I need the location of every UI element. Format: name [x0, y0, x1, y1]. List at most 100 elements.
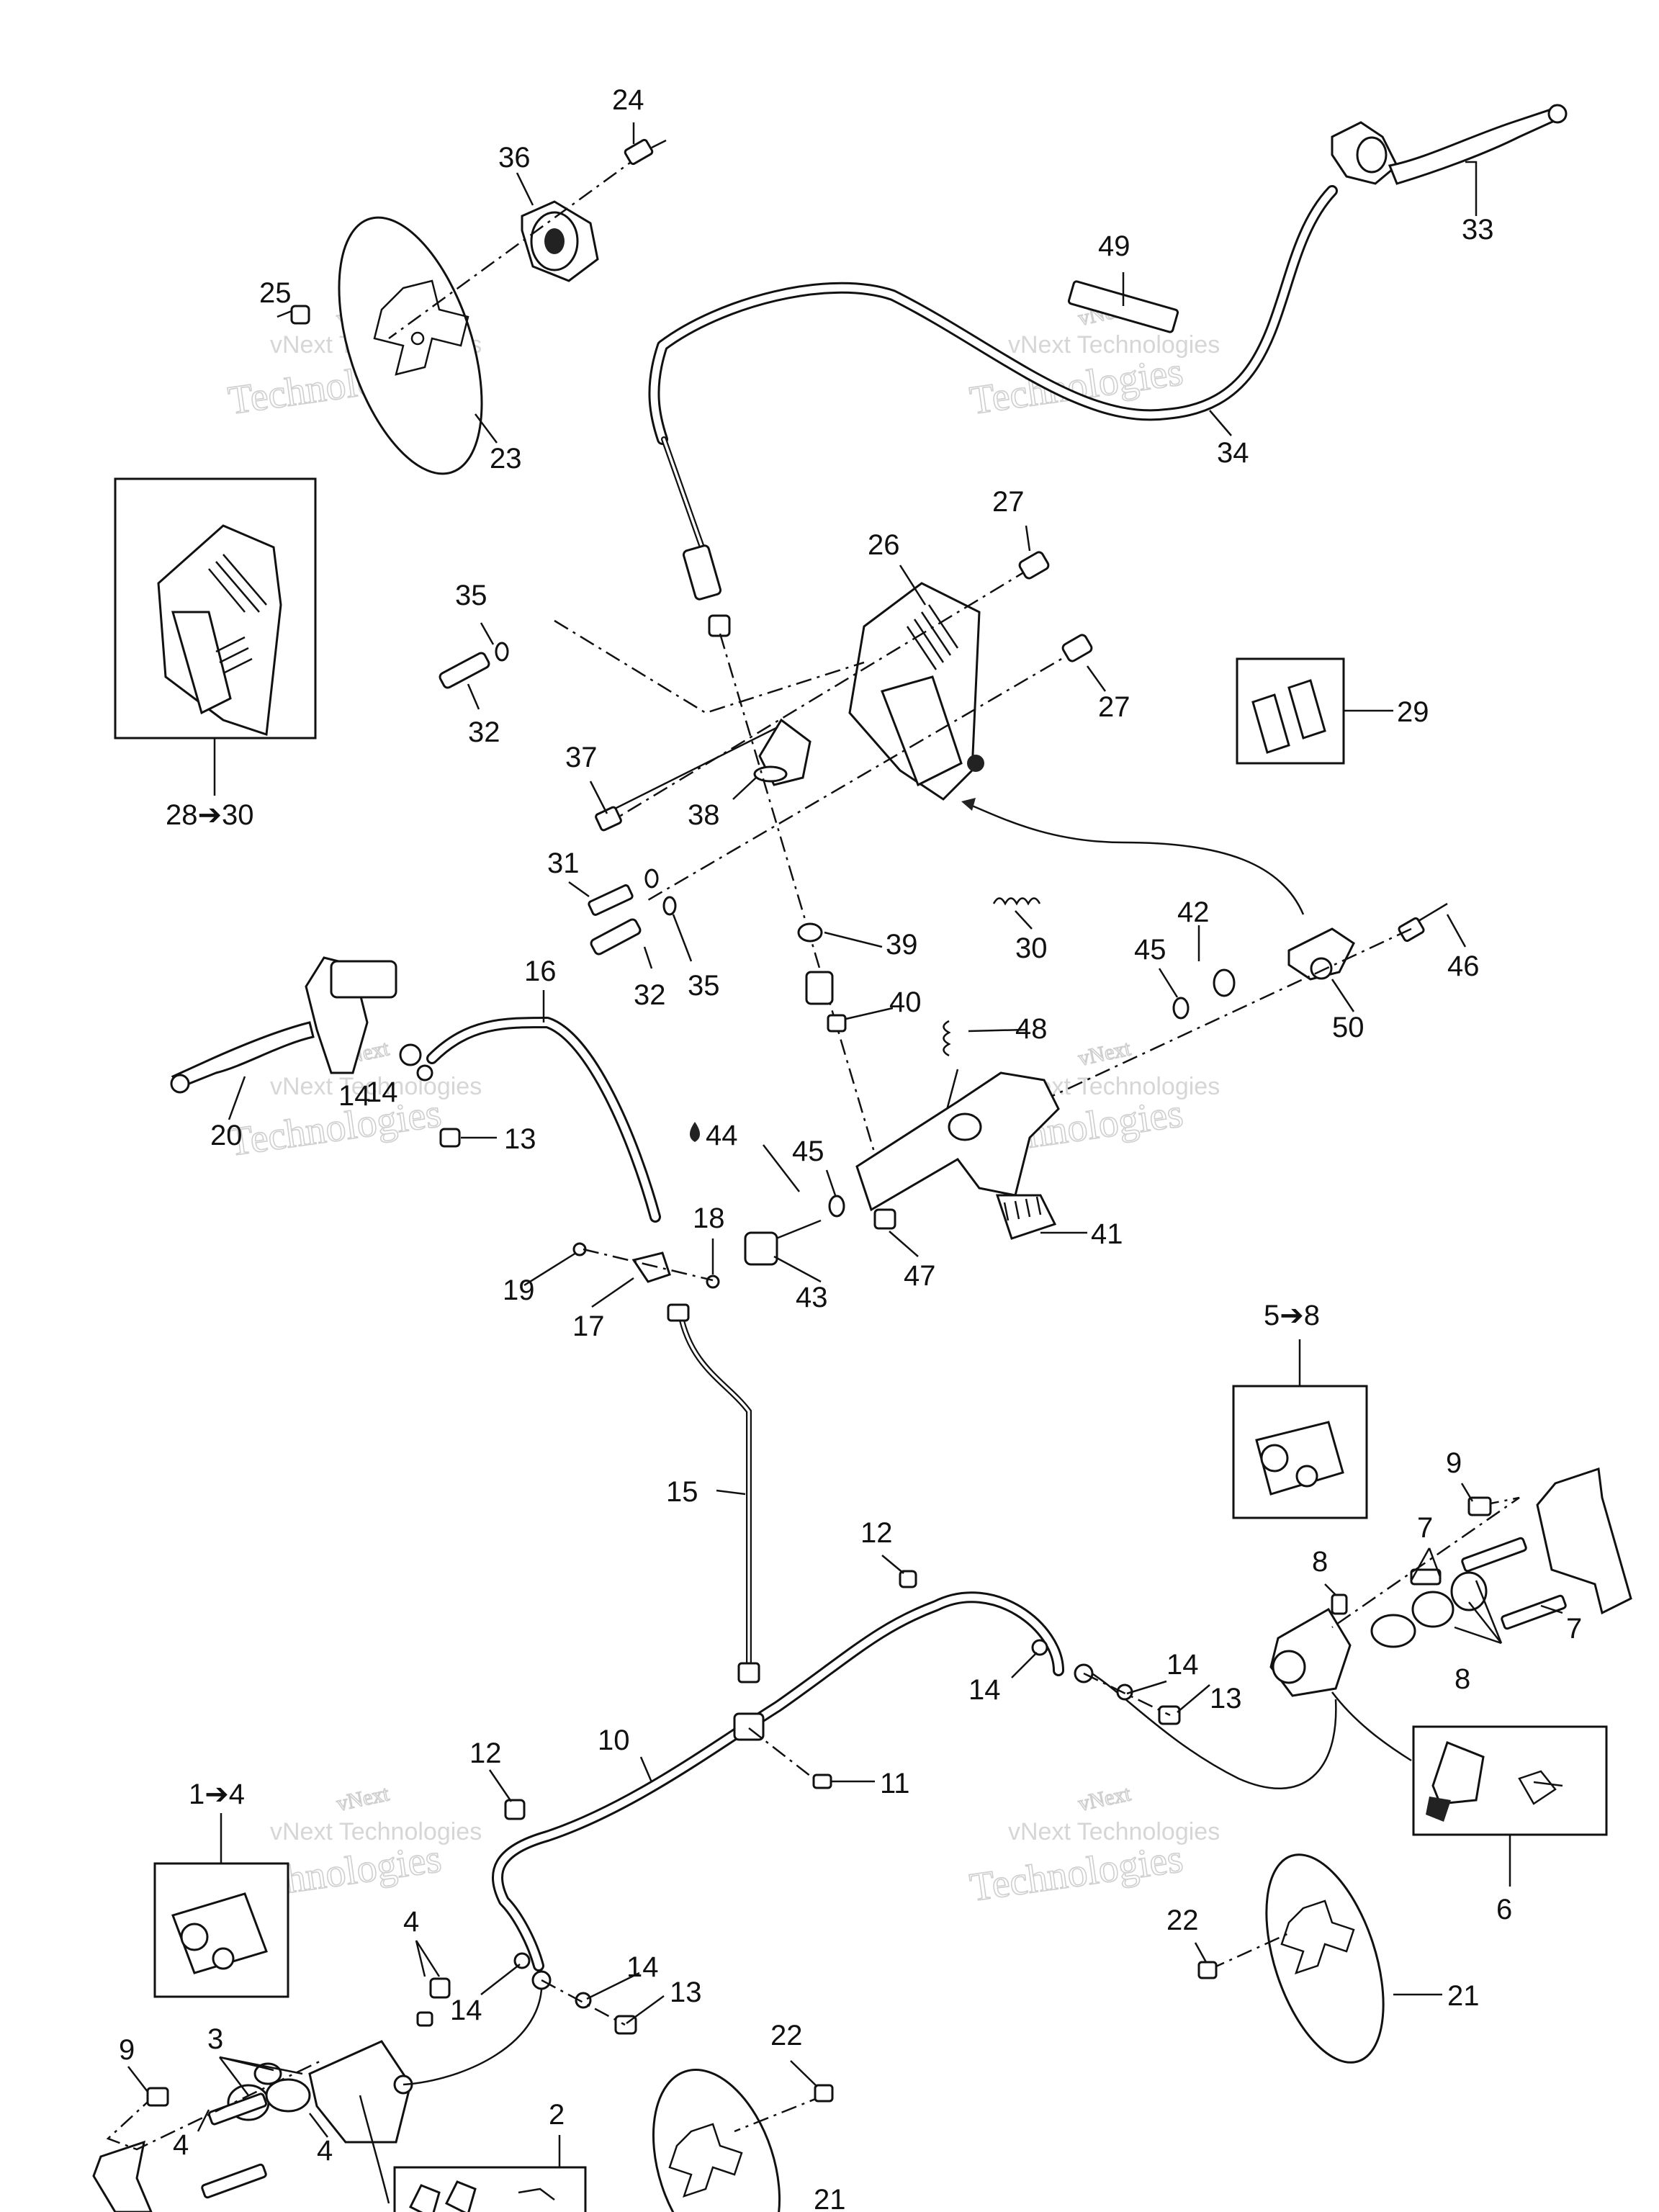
callout-9a: 9 — [1446, 1447, 1462, 1479]
part-caliper-inset-5 — [1255, 1421, 1344, 1496]
callout-6: 6 — [1496, 1894, 1512, 1925]
part-bolt-24 — [624, 138, 667, 166]
part-washer-42 — [1213, 968, 1236, 997]
part-brake-disc-21-right — [1265, 1853, 1385, 2064]
callout-7a: 7 — [1417, 1512, 1433, 1544]
part-screw-32-top — [439, 652, 490, 689]
callout-34: 34 — [1217, 437, 1249, 469]
part-brake-disc-21-bottom — [652, 2069, 781, 2212]
part-bolt-9-right — [1467, 1496, 1492, 1516]
part-bolt-9-left — [146, 2087, 169, 2107]
leader-8-right — [1454, 1580, 1503, 1645]
axis-line-27a — [611, 567, 1030, 822]
callout-14c: 14 — [1166, 1649, 1199, 1681]
callout-26: 26 — [868, 529, 900, 561]
leader-hose-to-pads-6 — [1331, 1691, 1412, 1762]
axis-line-9-left — [106, 2058, 325, 2151]
callout-10: 10 — [598, 1725, 630, 1756]
callout-37: 37 — [565, 742, 598, 773]
part-brake-disc-23 — [338, 216, 483, 475]
watermark-low-right: vNext vNext Technologies Technologies — [966, 1781, 1220, 1910]
svg-text:vNext Technologies: vNext Technologies — [1008, 1818, 1220, 1845]
part-bleed-4 — [416, 1977, 451, 2027]
leader-4-top — [415, 1940, 441, 1977]
callout-33: 33 — [1462, 214, 1494, 246]
svg-text:Technologies: Technologies — [967, 1836, 1186, 1910]
axis-line-39 — [719, 633, 880, 1167]
part-bolt-27-lower — [1061, 634, 1093, 662]
leader-hose-to-pads-2 — [359, 2095, 390, 2204]
callout-11: 11 — [880, 1768, 910, 1799]
part-hose-left-caliper — [403, 1976, 543, 2086]
axis-line-13-left — [541, 1979, 626, 2026]
callout-48: 48 — [1015, 1013, 1048, 1045]
callout-50: 50 — [1332, 1012, 1364, 1043]
part-bushing-40 — [805, 971, 847, 1033]
part-brake-hose-16 — [426, 1017, 661, 1223]
callout-45b: 45 — [792, 1136, 824, 1167]
callout-13a: 13 — [504, 1123, 536, 1155]
part-spring-48 — [943, 1020, 951, 1057]
part-cap-12-low — [504, 1799, 526, 1820]
callout-43: 43 — [796, 1282, 828, 1313]
part-oring-45-top — [1172, 997, 1190, 1020]
part-pads-and-clip-6 — [1426, 1741, 1563, 1822]
svg-text:vNext Technologies: vNext Technologies — [1008, 331, 1220, 359]
callout-7b: 7 — [1566, 1613, 1582, 1645]
callout-18: 18 — [693, 1202, 725, 1234]
part-brake-pedal-41 — [855, 1071, 1060, 1240]
callout-8b: 8 — [1455, 1663, 1470, 1695]
part-banjo-13-front — [439, 1128, 461, 1148]
callout-16: 16 — [524, 956, 557, 987]
svg-text:vNext: vNext — [335, 1781, 392, 1816]
callout-17: 17 — [572, 1310, 605, 1342]
part-spring-30 — [992, 897, 1041, 906]
part-bolt-46 — [1398, 902, 1448, 943]
callout-25: 25 — [259, 277, 292, 309]
inset-box-pads-29 — [1236, 657, 1345, 765]
svg-text:vNext: vNext — [1076, 1781, 1133, 1816]
svg-text:Technologies: Technologies — [225, 1091, 444, 1165]
callout-4b: 4 — [173, 2129, 189, 2161]
callout-22a: 22 — [1166, 1905, 1199, 1936]
axis-line-17 — [583, 1248, 714, 1282]
part-bleed-screw-8 — [1331, 1593, 1348, 1615]
callout-21b: 21 — [814, 2184, 846, 2212]
part-bolt-22-right — [1197, 1961, 1218, 1979]
part-cap-12-top — [899, 1570, 917, 1588]
part-screw-32-mid — [590, 918, 642, 956]
leader-7-right-b — [1540, 1604, 1563, 1614]
callout-9b: 9 — [119, 2034, 135, 2066]
part-screw-31 — [588, 884, 634, 916]
part-caliper-left — [201, 2040, 413, 2199]
axis-line-35a — [554, 619, 865, 714]
svg-text:vNext Technologies: vNext Technologies — [270, 1073, 482, 1100]
leader-7-right-a — [1410, 1547, 1442, 1581]
grease-drop-44-icon — [690, 1122, 700, 1142]
part-banjo-14-right-a — [1031, 1639, 1133, 1701]
part-caliper-inset-1 — [171, 1892, 268, 1974]
callout-47: 47 — [904, 1260, 936, 1292]
callout-44: 44 — [706, 1120, 738, 1151]
part-bracket-38 — [753, 718, 811, 786]
callout-12a: 12 — [860, 1517, 893, 1549]
callout-12b: 12 — [469, 1737, 502, 1769]
part-bolt-25 — [290, 305, 310, 325]
part-brake-cable-34 — [648, 185, 1338, 637]
callout-35a: 35 — [455, 580, 487, 611]
callout-1-4: 1➔4 — [189, 1779, 245, 1810]
callout-46: 46 — [1447, 950, 1480, 982]
callout-14b: 14 — [968, 1674, 1001, 1706]
part-nut-39 — [797, 922, 823, 943]
leader-44 — [763, 1144, 800, 1192]
arrow-50-to-caliper — [964, 801, 1305, 915]
callout-19: 19 — [503, 1274, 535, 1306]
axis-line-24 — [388, 153, 642, 340]
callout-23: 23 — [490, 443, 522, 475]
svg-text:vNext Technologies: vNext Technologies — [270, 1818, 482, 1845]
callout-2: 2 — [549, 2099, 565, 2131]
axis-line-9-right — [1331, 1496, 1520, 1629]
callout-14f: 14 — [366, 1076, 398, 1108]
callout-42: 42 — [1177, 896, 1210, 928]
part-caliper-bracket-right — [1536, 1467, 1632, 1615]
